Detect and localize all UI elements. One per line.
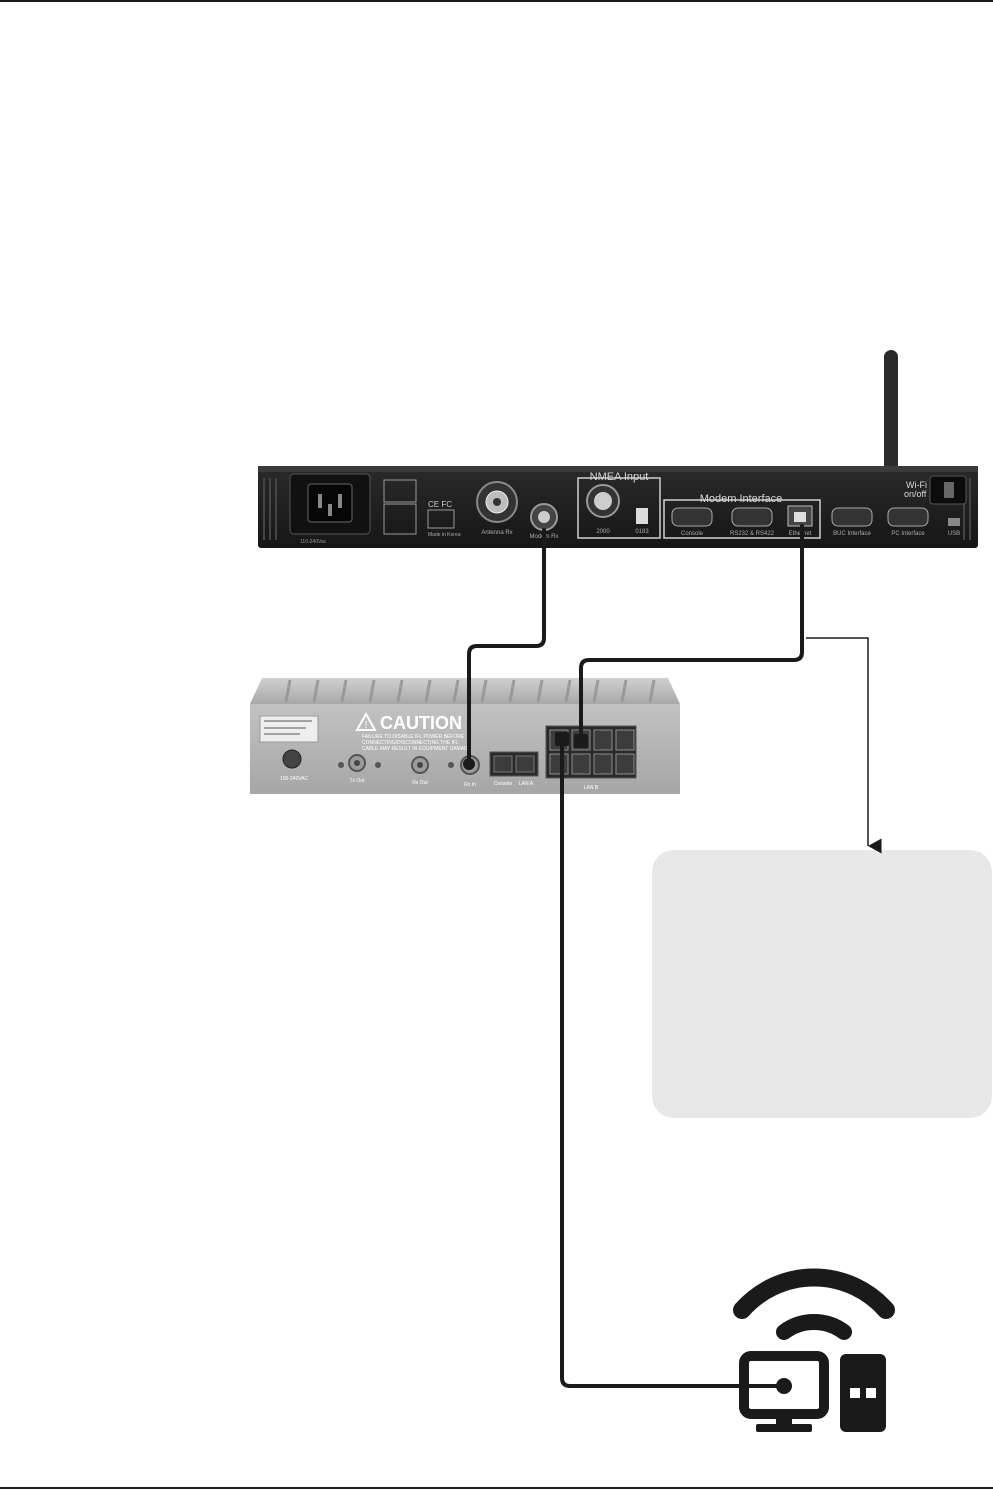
usb-label: USB bbox=[948, 531, 960, 537]
pc-cable bbox=[560, 736, 784, 1388]
console-port-label: Console bbox=[681, 531, 704, 537]
caution-line-2: CONNECTING/DISCONNECTING THE IFL bbox=[362, 740, 459, 746]
made-in-label: Made in Korea bbox=[428, 532, 461, 538]
rx-in-label: Rx In bbox=[464, 782, 476, 788]
nmea-input-title: NMEA Input bbox=[590, 471, 649, 483]
controller-rear-panel bbox=[258, 466, 978, 548]
nmea-2000-label: 2000 bbox=[596, 529, 610, 535]
callout-arrow bbox=[806, 637, 882, 854]
buc-interface-label: BUC Interface bbox=[833, 531, 871, 537]
rx-out-label: Rx Out bbox=[412, 780, 428, 786]
top-rule bbox=[0, 0, 993, 2]
caution-line-3: CABLE MAY RESULT IN EQUIPMENT DAMAGE bbox=[362, 746, 472, 752]
bottom-rule bbox=[0, 1487, 993, 1489]
pc-interface-label: PC Interface bbox=[891, 531, 925, 537]
wifi-label: Wi-Fi bbox=[906, 480, 927, 490]
caution-title: CAUTION bbox=[380, 713, 462, 733]
modem-interface-title: Modem Interface bbox=[700, 493, 783, 505]
satellite-modem: ! bbox=[250, 678, 680, 794]
pc-tower-icon bbox=[840, 1354, 886, 1432]
caution-line-1: FAILURE TO DISABLE IFL POWER BEFORE bbox=[362, 734, 465, 740]
antenna-rx-label: Antenna Rx bbox=[481, 530, 512, 536]
ce-mark-label: CE FC bbox=[428, 500, 452, 509]
lan-b-label: LAN B bbox=[584, 785, 599, 791]
nmea-0183-label: 0183 bbox=[635, 529, 649, 535]
modem-console-label: Console bbox=[494, 781, 513, 787]
rs232-port-label: RS232 & RS422 bbox=[730, 531, 775, 537]
rx-cable bbox=[467, 528, 546, 760]
wifi-signal-icon bbox=[733, 1268, 895, 1340]
desktop-computer-icon bbox=[739, 1351, 829, 1432]
lan-a-label: LAN A bbox=[519, 781, 534, 787]
wifi-state-label: on/off bbox=[904, 489, 927, 499]
ethernet-cable bbox=[579, 524, 804, 746]
modem-power-label: 100-240VAC bbox=[280, 776, 309, 782]
caution-exclamation: ! bbox=[365, 720, 368, 731]
note-callout-box bbox=[652, 850, 992, 1118]
tx-out-label: Tx Out bbox=[349, 778, 365, 784]
voltage-label: 110-240Vac bbox=[300, 539, 327, 545]
